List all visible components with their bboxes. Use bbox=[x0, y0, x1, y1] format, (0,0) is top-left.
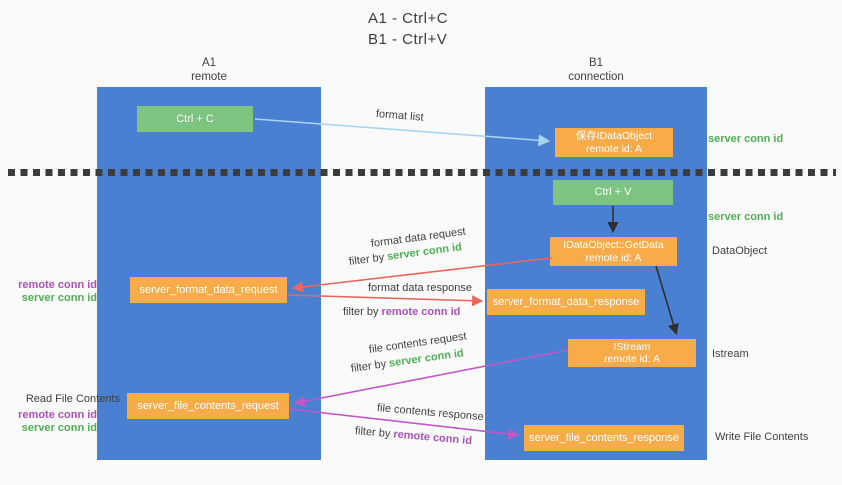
node-save-idataobject: 保存IDataObject remote id: A bbox=[555, 128, 673, 157]
node-server-format-data-request: server_format_data_request bbox=[130, 277, 287, 303]
node-istream: IStream remote id: A bbox=[568, 339, 696, 367]
column-a1-name: A1 bbox=[201, 57, 217, 69]
column-header-b1: B1 connection bbox=[526, 56, 666, 84]
annotation-remote-conn-id: remote conn id bbox=[18, 279, 97, 291]
arrow-file-contents-request bbox=[293, 349, 569, 407]
annotation-istream: Istream bbox=[712, 348, 749, 360]
arrow-format-data-response bbox=[287, 294, 484, 307]
section-divider-dotted-line bbox=[8, 169, 836, 176]
node-idataobject-getdata: IDataObject::GetData remote id: A bbox=[550, 237, 677, 266]
arrow-file-contents-response bbox=[288, 408, 520, 440]
remote-conn-id-text: remote conn id bbox=[381, 306, 461, 318]
node-idataobject-getdata-line2: remote id: A bbox=[585, 251, 642, 264]
arrow-format-data-request bbox=[291, 257, 552, 293]
annotation-dataobject: DataObject bbox=[712, 245, 768, 257]
arrow-getdata-to-istream bbox=[655, 265, 679, 336]
column-a1-role: remote bbox=[191, 71, 227, 83]
node-server-file-contents-request: server_file_contents_request bbox=[127, 393, 289, 419]
arrow-format-list bbox=[254, 118, 551, 147]
node-ctrl-c: Ctrl + C bbox=[137, 106, 253, 132]
label-format-data-response-filter: filter by remote conn id bbox=[343, 306, 460, 318]
node-idataobject-getdata-line1: IDataObject::GetData bbox=[563, 239, 664, 251]
annotation-server-conn-id-mid: server conn id bbox=[708, 211, 784, 223]
node-save-idataobject-line2: remote id: A bbox=[585, 142, 643, 155]
annotation-server-conn-id: server conn id bbox=[21, 422, 97, 434]
node-server-format-data-response-label: server_format_data_response bbox=[492, 295, 640, 308]
node-ctrl-v-label: Ctrl + V bbox=[594, 186, 632, 198]
annotation-server-conn-id: server conn id bbox=[21, 292, 97, 304]
node-server-file-contents-response: server_file_contents_response bbox=[524, 425, 684, 451]
annotation-server-conn-id-top: server conn id bbox=[708, 133, 784, 145]
node-server-file-contents-request-label: server_file_contents_request bbox=[137, 399, 279, 412]
column-b1-name: B1 bbox=[588, 57, 604, 69]
title-line-2: B1 - Ctrl+V bbox=[368, 31, 448, 48]
filter-by-text: filter by bbox=[343, 306, 382, 318]
node-istream-line1: IStream bbox=[613, 340, 651, 353]
node-server-format-data-response: server_format_data_response bbox=[487, 289, 645, 315]
title-line-1: A1 - Ctrl+C bbox=[368, 10, 449, 27]
annotation-file-conn-ids: remote conn id server conn id bbox=[0, 409, 97, 435]
node-istream-line2: remote id: A bbox=[603, 353, 661, 365]
annotation-read-file-contents: Read File Contents bbox=[25, 393, 120, 405]
column-b1-role: connection bbox=[568, 71, 624, 83]
column-header-a1: A1 remote bbox=[139, 56, 279, 84]
node-ctrl-c-label: Ctrl + C bbox=[176, 112, 214, 125]
diagram-title: A1 - Ctrl+C B1 - Ctrl+V bbox=[368, 8, 448, 50]
annotation-format-conn-ids: remote conn id server conn id bbox=[0, 279, 97, 305]
node-server-file-contents-response-label: server_file_contents_response bbox=[529, 431, 679, 444]
label-format-data-response: format data response bbox=[368, 282, 472, 294]
annotation-write-file-contents: Write File Contents bbox=[715, 431, 809, 443]
node-save-idataobject-line1: 保存IDataObject bbox=[575, 130, 653, 142]
node-ctrl-v: Ctrl + V bbox=[553, 180, 673, 205]
node-server-format-data-request-label: server_format_data_request bbox=[139, 283, 278, 296]
annotation-remote-conn-id: remote conn id bbox=[18, 409, 97, 421]
